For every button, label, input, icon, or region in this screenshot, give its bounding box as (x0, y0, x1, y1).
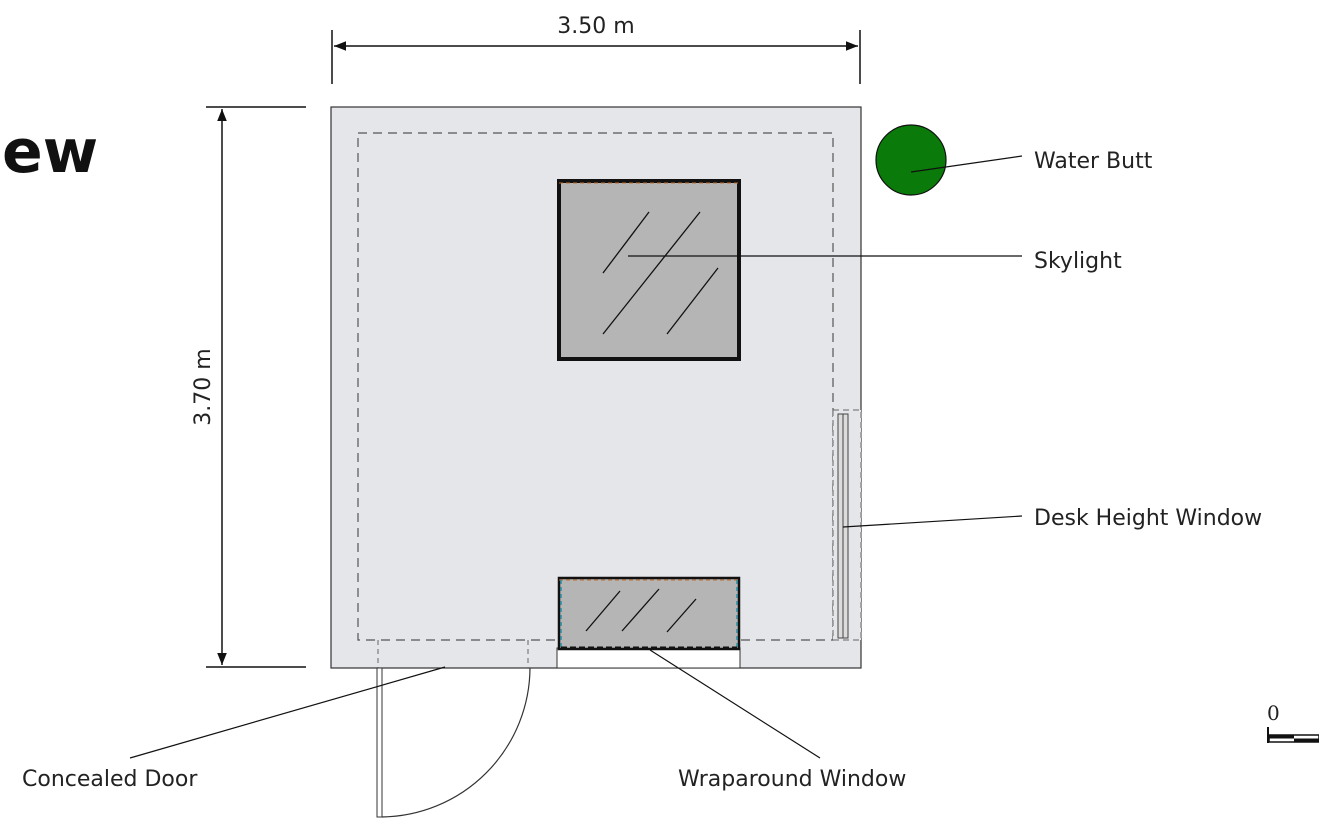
depth-dimension: 3.70 m (191, 106, 306, 668)
concealed-door-label: Concealed Door (22, 767, 198, 792)
scale-bar: 0 (1267, 701, 1319, 743)
concealed-door (376, 640, 531, 818)
water-butt-leader (910, 155, 1023, 173)
scale-zero-label: 0 (1267, 701, 1280, 725)
depth-label: 3.70 m (191, 348, 216, 425)
skylight (557, 179, 741, 361)
wraparound-window (556, 576, 741, 669)
width-dimension: 3.50 m (331, 14, 861, 84)
water-butt-label: Water Butt (1034, 149, 1153, 174)
skylight-label: Skylight (1034, 249, 1122, 274)
page-title: ew (2, 117, 98, 187)
desk-window-leader (842, 515, 1023, 528)
desk-height-window (832, 409, 862, 641)
wraparound-window-label: Wraparound Window (678, 767, 906, 792)
width-label: 3.50 m (557, 14, 634, 39)
concealed-door-leader (129, 666, 446, 759)
water-butt (875, 124, 947, 196)
wraparound-window-leader (649, 649, 821, 759)
desk-window-label: Desk Height Window (1034, 506, 1262, 531)
